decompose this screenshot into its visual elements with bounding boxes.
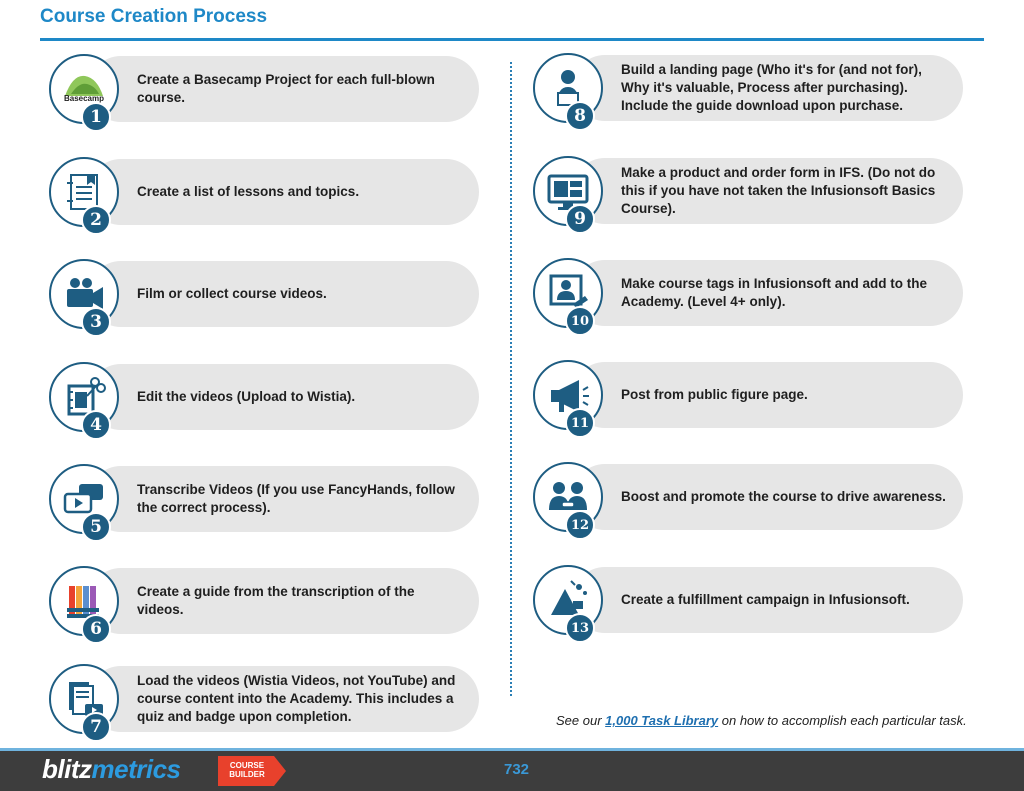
badge-line2: BUILDER	[229, 770, 265, 779]
page-title: Course Creation Process	[40, 6, 268, 27]
note-prefix: See our	[556, 713, 606, 728]
step-5: Transcribe Videos (If you use FancyHands…	[44, 464, 479, 542]
title-underline	[40, 38, 984, 41]
step-5-text: Transcribe Videos (If you use FancyHands…	[137, 482, 455, 515]
column-divider	[510, 62, 512, 696]
step-2-text: Create a list of lessons and topics.	[137, 184, 360, 199]
campaign-megaphone-icon	[533, 565, 603, 635]
brand-part2: metrics	[91, 754, 182, 784]
page-number: 732	[504, 761, 530, 778]
basecamp-label: Basecamp	[63, 94, 105, 103]
step-2: Create a list of lessons and topics. 2	[44, 157, 479, 235]
step-7-number: 7	[81, 712, 111, 742]
step-11: Post from public figure page. 11	[528, 360, 963, 438]
step-9-number: 9	[565, 204, 595, 234]
step-6: Create a guide from the transcription of…	[44, 566, 479, 644]
step-3-pill: Film or collect course videos.	[88, 261, 479, 327]
step-8-number: 8	[565, 101, 595, 131]
step-12-text: Boost and promote the course to drive aw…	[621, 489, 946, 504]
step-3-text: Film or collect course videos.	[137, 286, 327, 301]
task-library-link[interactable]: 1,000 Task Library	[605, 713, 719, 728]
step-12-number: 12	[565, 510, 595, 540]
step-10-text: Make course tags in Infusionsoft and add…	[621, 276, 928, 309]
step-8: Build a landing page (Who it's for (and …	[528, 53, 963, 131]
step-12-pill: Boost and promote the course to drive aw…	[572, 464, 963, 530]
step-7-text: Load the videos (Wistia Videos, not YouT…	[137, 673, 456, 724]
step-10-number: 10	[565, 306, 595, 336]
step-9: Make a product and order form in IFS. (D…	[528, 156, 963, 234]
step-9-pill: Make a product and order form in IFS. (D…	[572, 158, 963, 224]
step-13: Create a fulfillment campaign in Infusio…	[528, 565, 963, 643]
step-13-text: Create a fulfillment campaign in Infusio…	[621, 592, 910, 607]
step-4-number: 4	[81, 410, 111, 440]
step-4: Edit the videos (Upload to Wistia). 4	[44, 362, 479, 440]
step-7-pill: Load the videos (Wistia Videos, not YouT…	[88, 666, 479, 732]
footer-top-line	[0, 748, 1024, 751]
step-13-pill: Create a fulfillment campaign in Infusio…	[572, 567, 963, 633]
step-6-number: 6	[81, 614, 111, 644]
step-3-number: 3	[81, 307, 111, 337]
step-9-text: Make a product and order form in IFS. (D…	[621, 165, 936, 216]
badge-line1: COURSE	[229, 761, 265, 770]
step-11-text: Post from public figure page.	[621, 387, 808, 402]
step-11-pill: Post from public figure page.	[572, 362, 963, 428]
step-8-pill: Build a landing page (Who it's for (and …	[572, 55, 963, 121]
step-1-text: Create a Basecamp Project for each full-…	[137, 72, 435, 105]
footer-bar	[0, 748, 1024, 791]
step-3: Film or collect course videos. 3	[44, 259, 479, 337]
brand-part1: blitz	[42, 754, 92, 784]
step-1-number: 1	[81, 102, 111, 132]
step-5-number: 5	[81, 512, 111, 542]
step-1: Create a Basecamp Project for each full-…	[44, 54, 479, 132]
step-10-pill: Make course tags in Infusionsoft and add…	[572, 260, 963, 326]
step-7: Load the videos (Wistia Videos, not YouT…	[44, 664, 479, 742]
step-4-text: Edit the videos (Upload to Wistia).	[137, 389, 356, 404]
step-4-pill: Edit the videos (Upload to Wistia).	[88, 364, 479, 430]
step-6-text: Create a guide from the transcription of…	[137, 584, 415, 617]
step-1-pill: Create a Basecamp Project for each full-…	[88, 56, 479, 122]
brand-logo: blitzmetrics	[42, 754, 181, 785]
step-8-text: Build a landing page (Who it's for (and …	[621, 62, 922, 113]
course-builder-badge-icon	[218, 756, 286, 786]
step-5-pill: Transcribe Videos (If you use FancyHands…	[88, 466, 479, 532]
task-library-note: See our 1,000 Task Library on how to acc…	[556, 713, 967, 728]
step-6-pill: Create a guide from the transcription of…	[88, 568, 479, 634]
step-13-number: 13	[565, 613, 595, 643]
step-10: Make course tags in Infusionsoft and add…	[528, 258, 963, 336]
step-11-number: 11	[565, 408, 595, 438]
note-suffix: on how to accomplish each particular tas…	[718, 713, 967, 728]
step-12: Boost and promote the course to drive aw…	[528, 462, 963, 540]
step-2-pill: Create a list of lessons and topics.	[88, 159, 479, 225]
step-2-number: 2	[81, 205, 111, 235]
